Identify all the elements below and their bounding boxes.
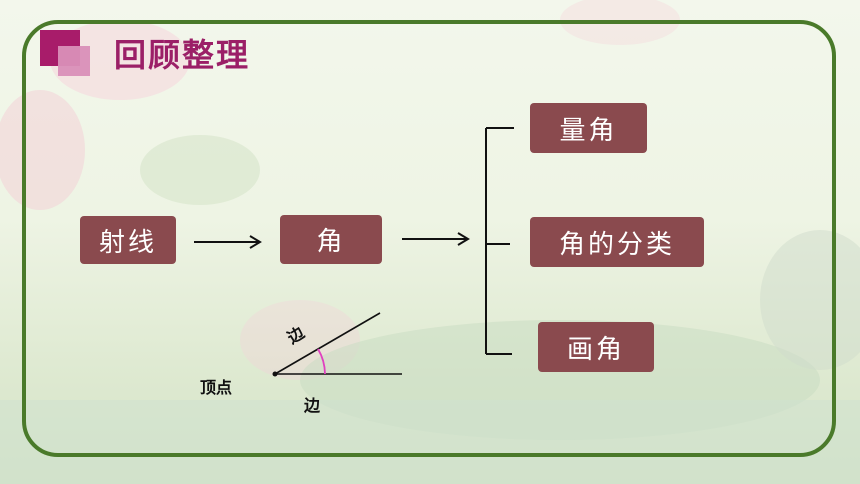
page-title: 回顾整理	[114, 36, 251, 74]
label-lower-side: 边	[304, 396, 321, 415]
angle-arc	[317, 348, 326, 375]
angle-figure	[274, 312, 402, 375]
vertex-point	[272, 371, 278, 377]
box-measure-angle: 量角	[530, 103, 647, 153]
branch-bracket	[485, 127, 514, 355]
arrow-angle-to-branches	[402, 232, 470, 246]
box-angle: 角	[280, 215, 382, 264]
arrow-ray-to-angle	[194, 235, 262, 249]
label-vertex: 顶点	[200, 378, 233, 397]
box-angle-classification: 角的分类	[530, 217, 704, 267]
box-draw-angle: 画角	[538, 322, 654, 372]
content-frame	[22, 20, 836, 457]
box-ray: 射线	[80, 216, 176, 264]
title-decoration-square-light	[58, 46, 90, 76]
